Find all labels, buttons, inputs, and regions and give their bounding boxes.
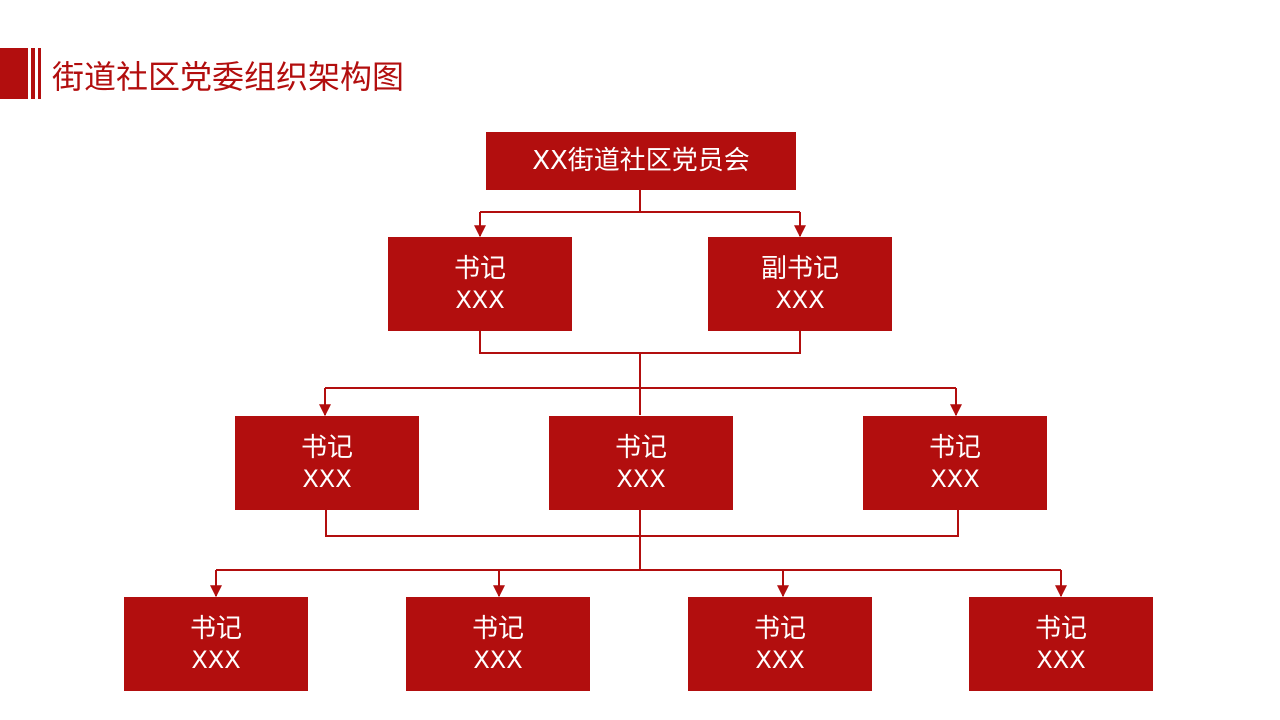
- node-title: 书记: [928, 433, 981, 463]
- node-title: 书记: [300, 433, 353, 463]
- node-name: XXX: [1036, 646, 1086, 674]
- node-title: 副书记: [760, 254, 839, 284]
- node-level3-3: 书记 XXX: [688, 597, 872, 691]
- node-name: XXX: [191, 646, 241, 674]
- node-secretary: 书记 XXX: [388, 237, 572, 331]
- root-node: XX街道社区党员会: [486, 132, 796, 190]
- node-name: XXX: [473, 646, 523, 674]
- node-name: XXX: [455, 286, 505, 314]
- node-name: XXX: [930, 465, 980, 493]
- node-title: 书记: [189, 614, 242, 644]
- node-deputy-secretary: 副书记 XXX: [708, 237, 892, 331]
- page-title: 街道社区党委组织架构图: [52, 58, 405, 96]
- root-label: XX街道社区党员会: [532, 146, 750, 176]
- connector-level1-join: [479, 331, 801, 354]
- node-level3-1: 书记 XXX: [124, 597, 308, 691]
- node-title: 书记: [614, 433, 667, 463]
- node-name: XXX: [755, 646, 805, 674]
- title-accent-stripe: [31, 48, 35, 99]
- node-level2-left: 书记 XXX: [235, 416, 419, 510]
- node-level3-4: 书记 XXX: [969, 597, 1153, 691]
- node-title: 书记: [453, 254, 506, 284]
- node-title: 书记: [1034, 614, 1087, 644]
- connector-level2-join: [325, 509, 959, 537]
- node-name: XXX: [616, 465, 666, 493]
- node-title: 书记: [753, 614, 806, 644]
- node-title: 书记: [471, 614, 524, 644]
- title-accent-stripe: [38, 48, 41, 99]
- node-level2-middle: 书记 XXX: [549, 416, 733, 510]
- node-level3-2: 书记 XXX: [406, 597, 590, 691]
- node-level2-right: 书记 XXX: [863, 416, 1047, 510]
- node-name: XXX: [775, 286, 825, 314]
- node-name: XXX: [302, 465, 352, 493]
- title-accent-block: [0, 48, 28, 99]
